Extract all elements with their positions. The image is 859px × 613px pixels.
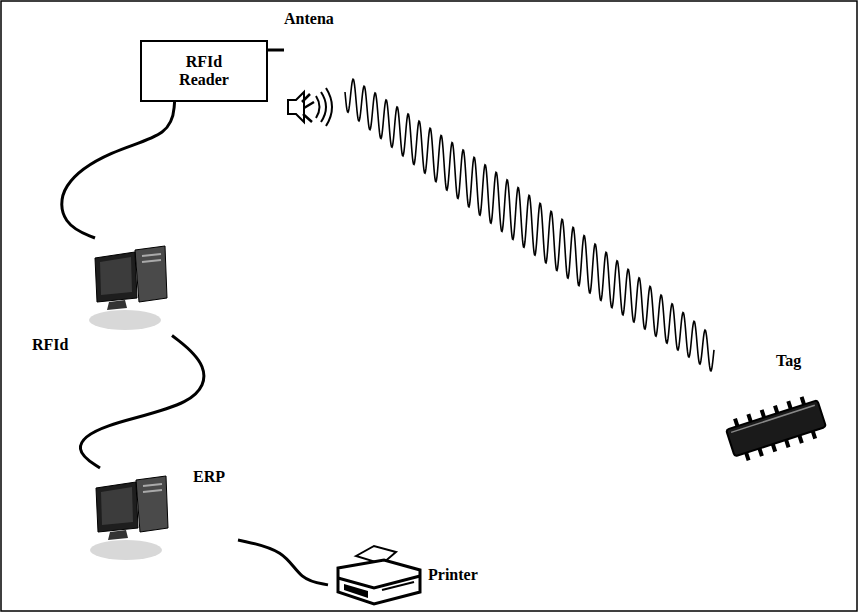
node-label: RFId [32,336,68,354]
node-label: ERP [193,468,225,486]
node-label: Printer [428,566,478,584]
printer-icon [338,546,420,604]
tag-chip [724,393,829,465]
cable [62,102,175,238]
device-node: Antena [284,10,344,128]
device-node: ERP [88,468,238,568]
computer-icon [89,246,167,330]
device-node: RFId [32,238,172,363]
device-node: Tag [718,350,836,460]
node-label: Tag [776,352,801,370]
antenna-icon [288,88,332,126]
cable [80,336,203,469]
reader-box: RFId Reader [140,40,268,102]
device-node: Printer [328,538,473,604]
computer-icon [90,476,168,560]
node-label: RFId Reader [169,53,239,90]
cable [268,48,284,51]
node-label: Antena [284,10,334,28]
radio-wave [345,79,714,371]
cable [238,540,328,585]
